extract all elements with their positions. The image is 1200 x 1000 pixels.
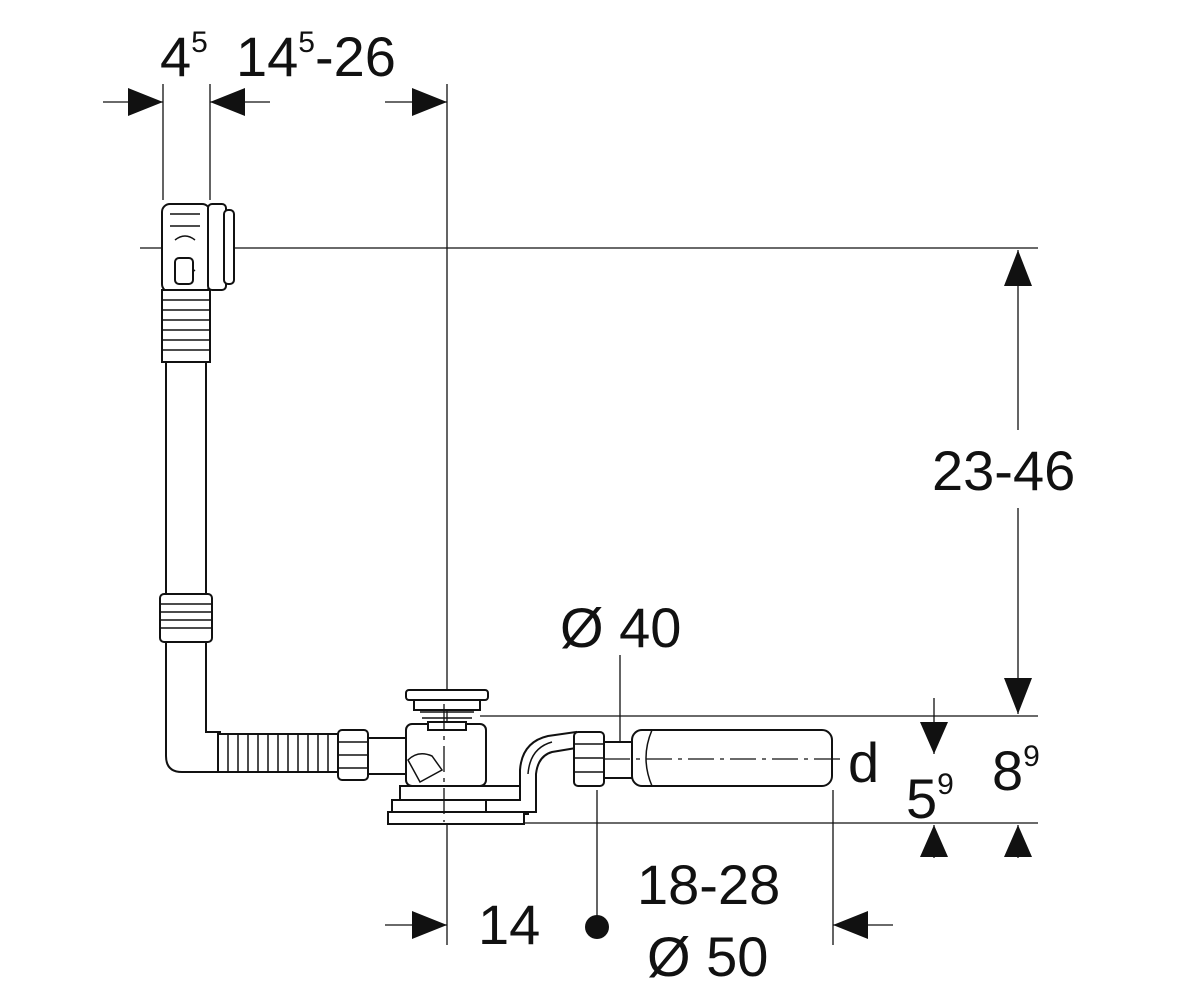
pop-up-plug [405,689,489,731]
outlet-pipe [631,729,833,787]
overflow-head [161,203,235,293]
upper-corrugation-rings [162,299,210,351]
arrow-down-icon [920,722,948,754]
outlet-stub [603,741,635,779]
bottom-offset-label: 14 [478,893,540,956]
bottom-range-label: 18-28 [637,853,780,916]
height-dimension-group: 23-46 [932,250,1075,714]
middle-connector-body [159,593,213,643]
bath-waste-and-overflow-drawing [159,203,833,825]
outlet-nut-rings [574,743,604,773]
arrow-down-icon [1004,678,1032,714]
outlet-connection-nut [573,731,605,787]
arrow-up-icon [1004,825,1032,857]
large-offset-superscript: 9 [1023,740,1040,773]
arrow-up-icon [920,825,948,857]
overflow-detail [170,213,200,275]
hose-rings [227,734,329,772]
drain-housing [405,723,487,787]
arrow-left-icon [210,88,245,116]
middle-connector-rings [160,603,212,629]
svg-text:45: 45 [160,25,208,88]
plug-threads [420,711,474,719]
arrow-right-icon [412,88,447,116]
arrow-right-icon [128,88,163,116]
hose-body [217,733,341,773]
svg-text:59: 59 [906,767,954,830]
plug-collar [413,699,481,711]
top-middle-dimension-label: 14 [236,25,298,88]
height-range-label: 23-46 [932,439,1075,502]
arrow-up-icon [1004,250,1032,286]
arrow-right-icon [412,911,447,939]
arrow-left-icon [833,911,868,939]
top-middle-dimension-range: -26 [315,25,396,88]
svg-text:89: 89 [992,739,1040,802]
bottom-dimension-group: 14 18-28 Ø 50 [385,853,893,988]
outlet-arm-detail [527,741,553,775]
extension-lines [140,84,1038,945]
overflow-cap [223,209,235,285]
top-middle-dimension-superscript: 5 [298,26,315,59]
middle-corrugated-section [159,593,213,643]
hose-nut-rings [338,741,368,769]
plug-cap [405,689,489,701]
upper-corrugated-section [161,289,211,363]
drain-flange-upper [399,785,525,801]
vertical-overflow-pipe [165,361,207,595]
outlet-pipe-curve [645,729,653,787]
offset-dimension-group: 59 89 [906,698,1040,858]
horizontal-corrugated-hose [217,733,341,773]
drain-inlet-stub [367,737,409,775]
top-left-dimension-superscript: 5 [191,26,208,59]
pipe-end-letter-label: d [848,731,879,794]
drain-clip [407,753,444,784]
svg-text:145-26: 145-26 [236,25,396,88]
small-diameter-label: Ø 40 [560,596,681,659]
outlet-center-dot-icon [585,915,609,939]
large-diameter-label: Ø 50 [647,925,768,988]
small-offset-label: 5 [906,767,937,830]
drain-base [387,811,525,825]
top-dimension-group: 45 145-26 [103,25,447,116]
upper-corrugation-body [161,289,211,363]
top-left-dimension-label: 4 [160,25,191,88]
large-offset-label: 8 [992,739,1023,802]
lower-pipe-elbow [165,641,221,773]
overflow-screw [174,257,194,285]
curved-outlet-arm [485,730,577,813]
plug-stem-top [427,721,467,731]
small-offset-superscript: 9 [937,768,954,801]
